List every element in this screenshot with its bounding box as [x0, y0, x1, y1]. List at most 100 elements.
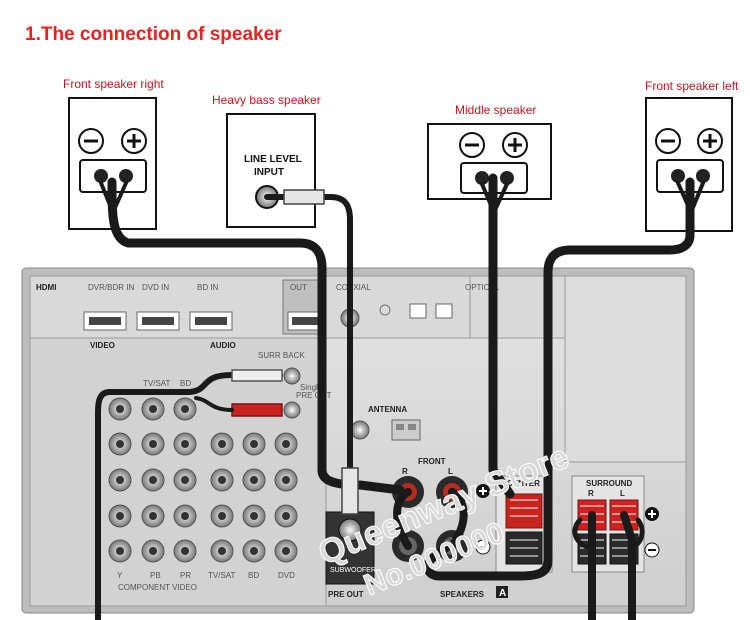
video-tvsat-label: TV/SAT: [143, 379, 171, 388]
surround-label: SURROUND: [586, 479, 632, 488]
hdmi-port-out[interactable]: [287, 311, 323, 331]
hdmi-port-bd[interactable]: [189, 311, 233, 331]
rca-jack-center: [116, 476, 124, 484]
antenna-section: ANTENNA PRE OUT SPEAKERS A: [328, 405, 508, 599]
rca-jack-center: [149, 440, 157, 448]
rca-jack-center: [149, 547, 157, 555]
audio-tvsat-label: TV/SAT: [208, 571, 236, 580]
surr-back-jack[interactable]: [283, 401, 301, 419]
plus-icon: [476, 484, 490, 498]
rca-jack-center: [250, 512, 258, 520]
hdmi-out-label: OUT: [290, 283, 307, 292]
rca-jack-center: [218, 512, 226, 520]
optical-label: OPTICAL: [465, 283, 500, 292]
rca-jack-center: [250, 440, 258, 448]
subwoofer-cable: [264, 194, 353, 473]
hdmi-port-dvr[interactable]: [83, 311, 127, 331]
front-l-label: L: [448, 467, 453, 476]
center-cable: [488, 173, 515, 499]
video-label: VIDEO: [90, 341, 115, 350]
minus-icon: [78, 128, 104, 154]
rca-jack-center: [282, 512, 290, 520]
surround-r-label: R: [588, 489, 594, 498]
front-r-label: R: [402, 467, 408, 476]
rca-jack-center: [181, 547, 189, 555]
hdmi-section: HDMI DVR/BDR IN DVD IN BD IN OUT: [36, 279, 326, 335]
antenna-am-jack[interactable]: [350, 420, 370, 440]
rca-jack-center: [149, 476, 157, 484]
subwoofer-label: SUBWOOFER: [330, 567, 376, 574]
minus-icon: [644, 542, 660, 558]
label-middle-speaker: Middle speaker: [455, 103, 537, 117]
rca-jack-center: [116, 405, 124, 413]
rca-jack-center: [218, 547, 226, 555]
audio-cable-white: [95, 372, 283, 620]
center-label: CENTER: [507, 479, 540, 488]
speakers-a-mark: A: [499, 588, 506, 599]
rca-jack-center: [218, 476, 226, 484]
diagram-title: 1.The connection of speaker: [25, 24, 282, 45]
coaxial-label: COAXIAL: [336, 283, 371, 292]
rca-jack-center: [282, 547, 290, 555]
surr-back-jack[interactable]: [283, 367, 301, 385]
minus-icon: [459, 132, 485, 158]
front-left-cable: [423, 177, 695, 581]
rca-jack-center: [181, 512, 189, 520]
rca-jack-center: [181, 440, 189, 448]
optical-port-1[interactable]: [409, 303, 427, 319]
hdmi-port-dvd[interactable]: [136, 311, 180, 331]
subwoofer-preout: SUBWOOFER: [325, 511, 376, 585]
rca-jack-center: [149, 512, 157, 520]
audio-dvd-label: DVD: [278, 571, 295, 580]
heavy-bass-speaker: LINE LEVEL INPUT: [226, 113, 316, 228]
rca-jack-center: [181, 476, 189, 484]
component-video-label: COMPONENT VIDEO: [118, 583, 197, 592]
optical-port-2[interactable]: [435, 303, 453, 319]
component-pb-label: PB: [150, 571, 161, 580]
rca-jack-center: [116, 512, 124, 520]
hdmi-bd-in-label: BD IN: [197, 283, 219, 292]
plus-icon: [502, 132, 528, 158]
line-level-label: LINE LEVEL: [244, 154, 302, 165]
center-plus-terminal[interactable]: [505, 493, 543, 529]
front-label: FRONT: [418, 457, 446, 466]
pre-out-label: PRE OUT: [328, 590, 364, 599]
hdmi-dvd-in-label: DVD IN: [142, 283, 169, 292]
rca-jack-center: [218, 440, 226, 448]
plus-icon: [645, 507, 659, 521]
rca-jack-center: [250, 476, 258, 484]
hdmi-dvr-bdr-in-label: DVR/BDR IN: [88, 283, 134, 292]
plus-icon: [121, 128, 147, 154]
subwoofer-jack[interactable]: [338, 518, 362, 542]
input-label: INPUT: [254, 167, 284, 178]
rca-jack-center: [282, 440, 290, 448]
speaker-cables: [95, 173, 705, 620]
video-bd-label: BD: [180, 379, 191, 388]
front-right-cable: [107, 177, 405, 495]
pre-out-small-label: PRE OUT: [296, 391, 332, 400]
speakers-a-label: SPEAKERS: [440, 590, 485, 599]
rca-jack-center: [149, 405, 157, 413]
surround-l-label: L: [620, 489, 625, 498]
label-front-speaker-right: Front speaker right: [63, 77, 164, 91]
surround-l-cable: [620, 511, 636, 620]
antenna-label: ANTENNA: [368, 405, 407, 414]
plus-icon: [697, 128, 723, 154]
center-speaker-terminal: CENTER: [495, 475, 553, 573]
rca-jack-center: [282, 476, 290, 484]
rca-jack-center: [116, 440, 124, 448]
component-pr-label: PR: [180, 571, 191, 580]
rca-jack-center: [116, 547, 124, 555]
rca-jack-center: [250, 547, 258, 555]
rca-jack-grid: [108, 367, 301, 563]
label-front-speaker-left: Front speaker left: [645, 79, 739, 93]
av-input-section: VIDEO AUDIO SURR BACK TV/SAT BD Single P…: [90, 341, 332, 592]
component-y-label: Y: [117, 571, 123, 580]
audio-label: AUDIO: [210, 341, 236, 350]
single-label: Single: [300, 383, 323, 392]
surr-back-label: SURR BACK: [258, 351, 305, 360]
minus-icon: [655, 128, 681, 154]
rca-jack-center: [181, 405, 189, 413]
